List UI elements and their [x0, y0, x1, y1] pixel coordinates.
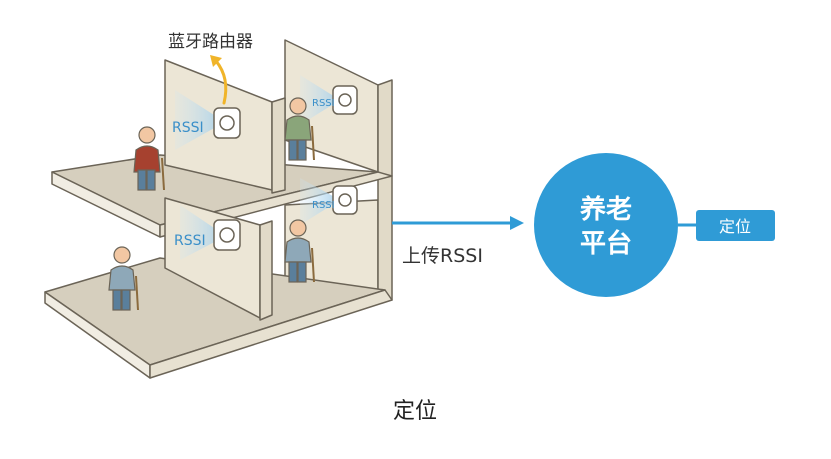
platform-label-line2: 平台	[580, 228, 632, 259]
locate-box	[696, 210, 775, 241]
elderly-person-icon	[133, 126, 165, 191]
lower-partition-edge	[259, 220, 273, 321]
rssi-label: RSSI	[174, 233, 206, 249]
router-arrow-icon	[210, 55, 228, 105]
router-icon	[332, 85, 358, 115]
beam-4	[300, 178, 340, 225]
caption: 定位	[393, 399, 437, 424]
rssi-label: RSSI	[172, 120, 204, 136]
locate-box-label: 定位	[719, 217, 751, 236]
beam-1	[175, 90, 225, 150]
elderly-person-icon	[284, 219, 315, 283]
arrow-right-icon	[392, 216, 524, 230]
upper-partition-edge	[271, 97, 286, 194]
router-label: 蓝牙路由器	[168, 32, 253, 52]
router-icon	[213, 219, 241, 251]
platform-label-line1: 养老	[579, 194, 632, 225]
upload-label: 上传RSSI	[402, 245, 483, 267]
right-outer-edge	[377, 79, 393, 301]
rssi-label: RSSI	[312, 98, 335, 109]
routers	[213, 85, 358, 251]
elderly-person-icon	[108, 246, 139, 311]
lower-floor-side	[149, 289, 393, 379]
rssi-label: RSSI	[312, 200, 335, 211]
signal-beams	[175, 75, 340, 260]
elderly-person-icon	[284, 97, 315, 161]
router-icon	[213, 107, 241, 139]
router-icon	[332, 185, 358, 215]
beam-3	[180, 205, 226, 260]
platform-circle	[534, 153, 678, 297]
beam-2	[300, 75, 340, 125]
